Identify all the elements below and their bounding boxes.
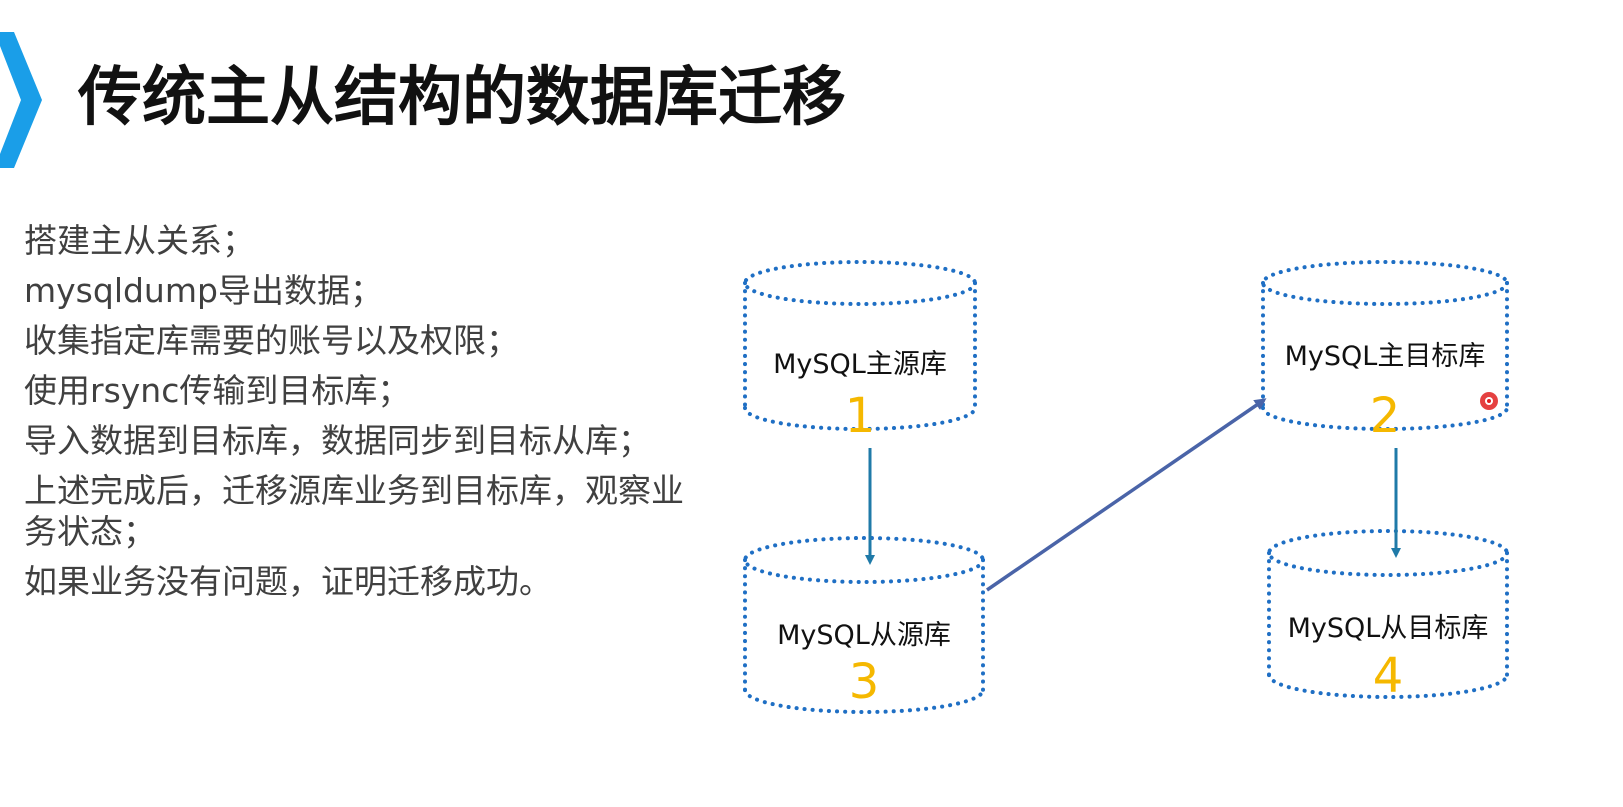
db-number: 2 [1370, 388, 1401, 444]
step-item: 收集指定库需要的账号以及权限； [24, 321, 519, 360]
db-number: 4 [1373, 648, 1404, 704]
cylinder-shape [743, 536, 985, 714]
page-title: 传统主从结构的数据库迁移 [78, 61, 846, 135]
step-item: mysqldump导出数据； [24, 271, 383, 310]
steps-list: 搭建主从关系； mysqldump导出数据； 收集指定库需要的账号以及权限； 使… [24, 220, 694, 611]
db-label: MySQL主目标库 [1285, 341, 1486, 372]
db-label: MySQL从目标库 [1288, 613, 1489, 644]
db-number: 1 [845, 388, 876, 444]
db-label: MySQL从源库 [777, 620, 951, 651]
db-target-master: MySQL主目标库 2 [1261, 260, 1509, 444]
cylinder-shape [743, 260, 977, 431]
step-item: 上述完成后，迁移源库业务到目标库，观察业务状态； [24, 471, 684, 551]
db-label: MySQL主源库 [773, 349, 947, 380]
cylinder-shape [1261, 260, 1509, 431]
pointer-dot [1480, 392, 1498, 410]
db-target-slave: MySQL从目标库 4 [1267, 529, 1509, 704]
db-source-master: MySQL主源库 1 [743, 260, 977, 444]
db-number: 3 [849, 654, 880, 710]
cylinder-shape [1267, 529, 1509, 699]
chevron-icon [0, 32, 42, 168]
step-item: 搭建主从关系； [24, 221, 255, 260]
arrow-3-to-2 [986, 398, 1267, 592]
db-source-slave: MySQL从源库 3 [743, 536, 985, 714]
step-item: 如果业务没有问题，证明迁移成功。 [24, 562, 552, 601]
step-item: 导入数据到目标库，数据同步到目标从库； [24, 421, 651, 460]
step-item: 使用rsync传输到目标库； [24, 371, 411, 410]
